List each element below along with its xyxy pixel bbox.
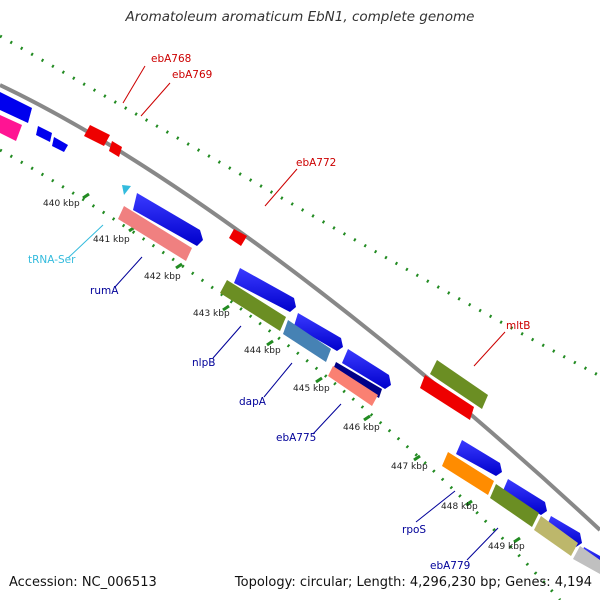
kbp-label: 449 kbp [488, 542, 525, 552]
kbp-label: 442 kbp [144, 272, 181, 282]
kbp-label: 441 kbp [93, 235, 130, 245]
kbp-label: 440 kbp [43, 199, 80, 209]
khaki-feature [534, 516, 578, 556]
orange-feature [442, 452, 494, 495]
cds-feature [502, 479, 547, 515]
gene-label-ebA779: ebA779 [430, 560, 470, 572]
kbp-label: 443 kbp [193, 309, 230, 319]
olive-feature [490, 484, 539, 527]
upper-left-features [0, 92, 68, 152]
gene-label-ebA775: ebA775 [276, 432, 316, 444]
kbp-label: 445 kbp [293, 384, 330, 394]
genome-backbone [0, 83, 600, 532]
gene-label-ebA768: ebA768 [151, 53, 191, 65]
red-feature [420, 375, 474, 420]
olive-feature [430, 360, 488, 409]
olive-feature [220, 280, 286, 331]
topology-text: Topology: circular; Length: 4,296,230 bp… [234, 575, 592, 590]
map-title: Aromatoleum aromaticum EbN1, complete ge… [125, 9, 475, 25]
steelblue-feature [283, 320, 331, 362]
kbp-label: 448 kbp [441, 502, 478, 512]
gene-label-dapA: dapA [239, 396, 267, 408]
pink-feature [118, 206, 192, 261]
kbp-ticks [82, 192, 521, 544]
label-leaders [67, 65, 506, 561]
kbp-label: 444 kbp [244, 346, 281, 356]
gene-label-nlpB: nlpB [192, 357, 215, 369]
gene-label-mltB: mltB [506, 320, 530, 332]
gene-label-rpoS: rpoS [402, 524, 426, 536]
trna-marker [122, 185, 131, 195]
salmon-feature [328, 366, 378, 406]
cds-feature [456, 440, 502, 476]
inner-dotted-track [0, 148, 562, 600]
gene-label-ebA769: ebA769 [172, 69, 212, 81]
cds-feature [342, 349, 391, 389]
red-features-top [84, 125, 247, 246]
gene-label-tRNA-Ser: tRNA-Ser [28, 254, 76, 266]
gene-label-ebA772: ebA772 [296, 157, 336, 169]
kbp-label: 447 kbp [391, 462, 428, 472]
grey-feature [573, 546, 600, 574]
gene-label-rumA: rumA [90, 285, 119, 297]
cds-feature [133, 193, 203, 246]
cds-feature [332, 362, 382, 398]
accession-text: Accession: NC_006513 [9, 575, 157, 590]
kbp-label: 446 kbp [343, 423, 380, 433]
cds-feature [234, 268, 296, 312]
cds-feature [294, 313, 343, 351]
